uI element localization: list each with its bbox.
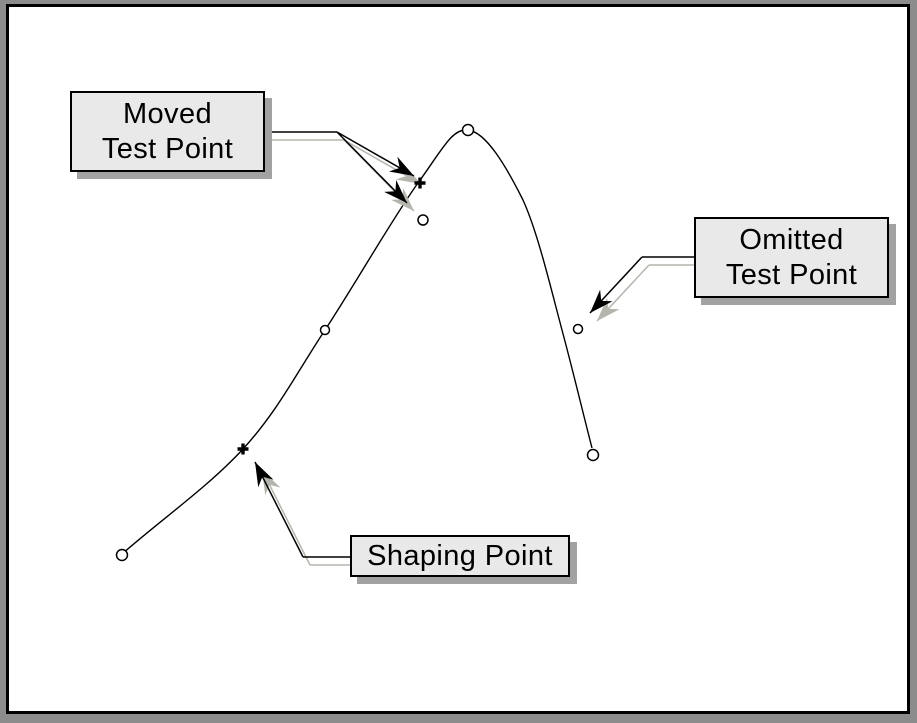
arrowhead-icon bbox=[590, 289, 613, 313]
callout-arrow-line bbox=[336, 131, 408, 204]
callout-label-line: Omitted bbox=[739, 223, 844, 256]
callout-connector bbox=[256, 131, 415, 204]
moved-test-point-marker bbox=[414, 177, 426, 189]
arrowhead-icon bbox=[255, 462, 274, 488]
callout-arrow-line bbox=[261, 469, 311, 566]
mid-curve-point bbox=[319, 324, 331, 336]
curve-peak-point bbox=[461, 123, 475, 137]
callout-label-line: Test Point bbox=[101, 132, 234, 165]
arrowhead-icon bbox=[384, 179, 407, 203]
callout-connector bbox=[254, 461, 360, 558]
callout-connector-shadow bbox=[596, 264, 707, 322]
callout-label-line: Test Point bbox=[725, 258, 858, 291]
callout-shaping-point: Shaping Point bbox=[350, 535, 570, 577]
curve-end-point bbox=[586, 448, 600, 462]
callout-label-line: Shaping Point bbox=[367, 539, 553, 572]
spline-curve bbox=[121, 129, 593, 555]
callout-connector bbox=[589, 256, 700, 314]
curve-start-point bbox=[115, 548, 129, 562]
callout-arrow-line bbox=[254, 461, 304, 558]
callout-label-line: Moved bbox=[122, 97, 213, 130]
arrowhead-icon bbox=[597, 297, 620, 321]
callout-omitted-test-point: Omitted Test Point bbox=[694, 217, 889, 298]
arrowhead-icon bbox=[388, 156, 414, 176]
callout-moved-test-point: Moved Test Point bbox=[70, 91, 265, 172]
shaping-point-marker bbox=[237, 443, 249, 455]
callout-connector-shadow bbox=[263, 139, 422, 212]
omitted-point bbox=[572, 323, 584, 335]
moved-from-point bbox=[417, 214, 429, 226]
